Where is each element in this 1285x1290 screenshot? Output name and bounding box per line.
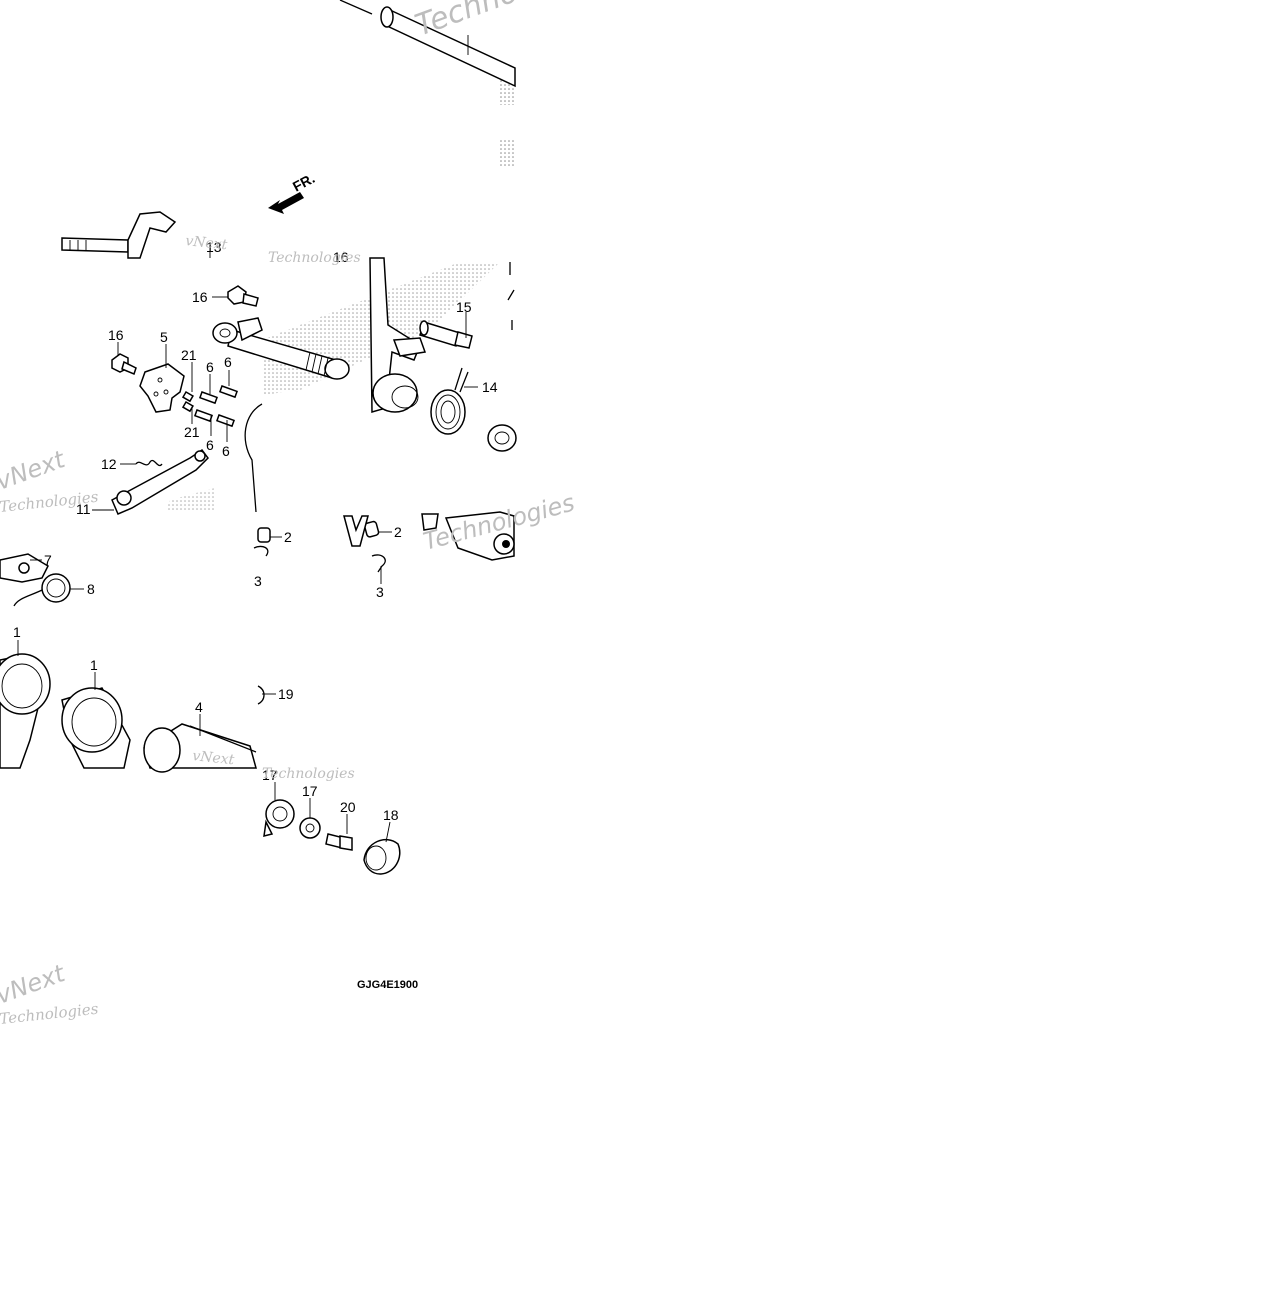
bolt-14 [227,285,259,307]
stipple-shading [165,80,514,512]
spring-11 [135,459,163,467]
callout-1-a: 1 [13,624,21,640]
callout-2-right: 2 [394,524,402,540]
callout-21-bottom: 21 [184,424,200,440]
lever-7 [0,553,49,583]
front-direction-arrow-icon [268,192,304,214]
callout-2-left: 2 [284,529,292,545]
shift-shaft [212,317,350,380]
callout-18: 18 [383,807,399,823]
upper-shaft [339,0,516,88]
diagram-code: GJG4E1900 [357,979,418,991]
callout-6-c: 6 [206,437,214,453]
callout-7: 7 [44,552,52,568]
drum-plate-5 [139,363,185,413]
bearing-17 [263,799,295,837]
watermark-mid-line1: vNext [0,445,70,496]
spring-8 [13,573,71,607]
callout-14: 16 [192,289,208,305]
callout-16-top: 16 [333,249,349,265]
washer-16 [299,817,321,839]
callout-3-right: 3 [376,584,384,600]
callout-15: 16 [108,327,124,343]
shift-fork-1b [61,687,131,769]
watermark-upper: Technologies [411,0,605,44]
callout-10: 11 [76,501,91,517]
shift-fork-right [343,511,515,561]
circlip-19 [257,685,265,705]
callout-6-b: 6 [224,354,232,370]
watermark-top-line2: Technologies [268,250,361,266]
watermark-top-line1: vNext [185,233,229,253]
callout-21-top: 21 [181,347,197,363]
callout-12: 14 [482,379,498,395]
oil-seal [487,424,517,452]
edge-fragment [507,262,515,330]
watermark-lower-line2: Technologies [262,766,355,782]
callout-6-a: 6 [206,359,214,375]
callout-16: 17 [302,783,318,799]
callout-20: 20 [340,799,356,815]
shift-fork-1a [0,653,51,769]
gearshift-spindle [61,211,177,259]
callout-13: 15 [456,299,472,315]
bolt-15 [111,353,137,376]
shift-drum-4 [143,723,257,773]
callout-4: 4 [195,699,203,715]
cap-18 [363,839,401,875]
watermarks: Technologies vNext Technologies vNext Te… [0,0,605,1028]
callout-6-d: 6 [222,443,230,459]
callout-3-left: 3 [254,573,262,589]
callout-8: 8 [87,581,95,597]
callout-9: 13 [206,239,222,255]
bolt-20 [325,833,353,851]
case-outline [244,403,263,513]
callout-17: 17 [262,767,278,783]
bolt-13 [419,320,473,349]
front-direction-label: FR. [290,170,317,195]
guide-pins [253,520,386,573]
callout-19: 19 [278,686,294,702]
callout-5: 5 [160,329,168,345]
watermark-lower-line1: vNext [192,748,236,768]
stopper-arm-10 [111,448,209,515]
callout-labels: 13 16 16 15 16 5 21 6 6 14 21 6 6 12 11 … [13,239,498,823]
shift-drum-pins [181,385,238,428]
watermark-bottom-line1: vNext [0,959,70,1010]
callout-1-b: 1 [90,657,98,673]
leader-lines [17,252,478,843]
callout-11: 12 [101,456,117,472]
shift-arm [369,257,427,413]
return-spring-12 [430,367,469,435]
